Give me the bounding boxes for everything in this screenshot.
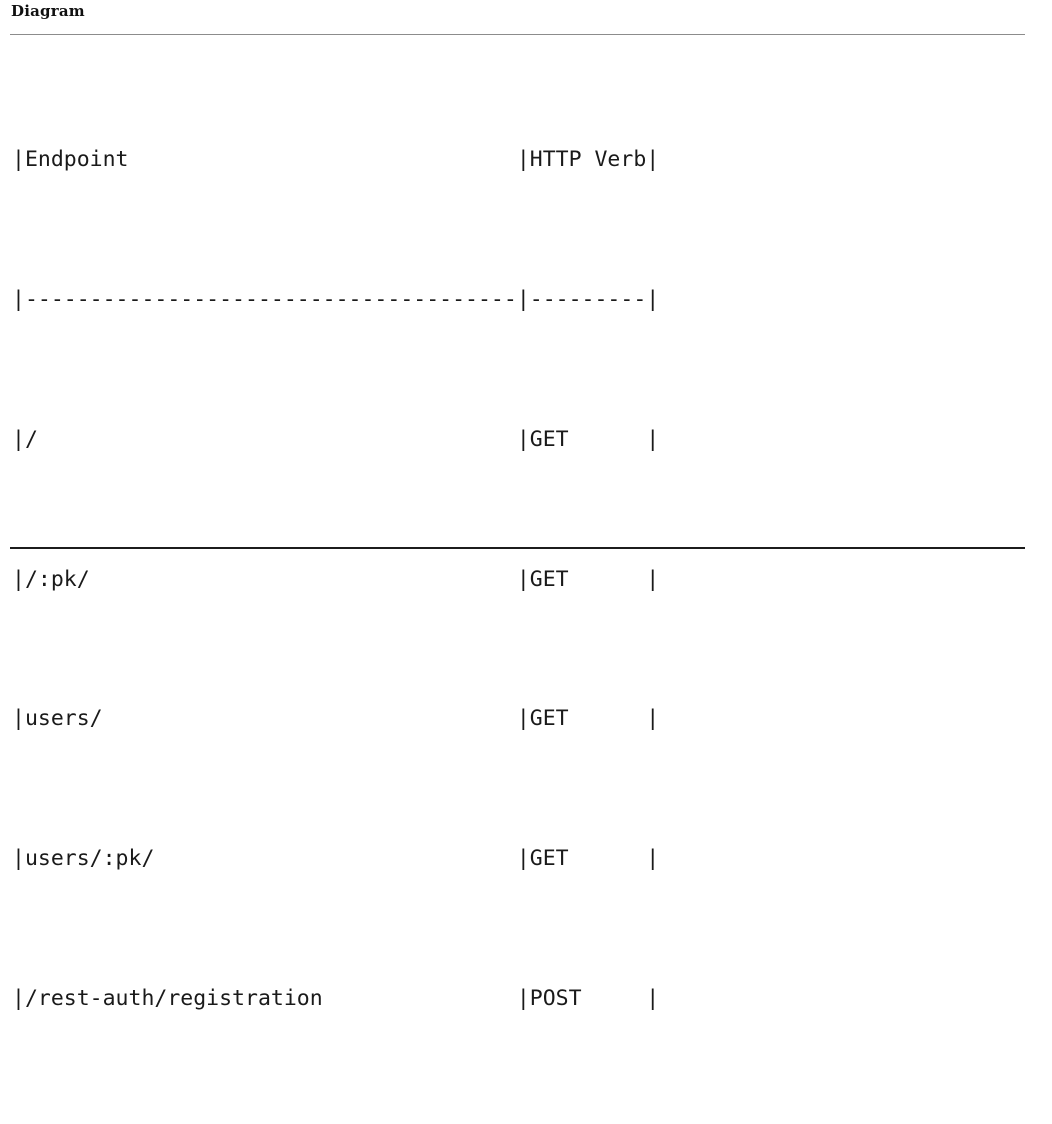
table-row: |/ |GET |	[12, 426, 660, 452]
title-divider-top	[10, 34, 1025, 35]
diagram-page: Diagram |Endpoint |HTTP Verb| |---------…	[10, 2, 1025, 1011]
table-row: |/rest-auth/registration |POST |	[12, 985, 660, 1011]
table-row: |/rest-auth/login |POST |	[12, 1116, 1032, 1124]
page-title: Diagram	[11, 2, 85, 20]
table-header-row: |Endpoint |HTTP Verb|	[12, 147, 660, 173]
table-row: |users/ |GET |	[12, 706, 660, 732]
endpoint-ascii-table: |Endpoint |HTTP Verb| |-----------------…	[12, 44, 1032, 1124]
table-row: |/:pk/ |GET |	[12, 566, 660, 592]
table-divider-bottom	[10, 547, 1025, 549]
table-row: |users/:pk/ |GET |	[12, 846, 660, 872]
table-separator-row: |--------------------------------------|…	[12, 286, 660, 312]
